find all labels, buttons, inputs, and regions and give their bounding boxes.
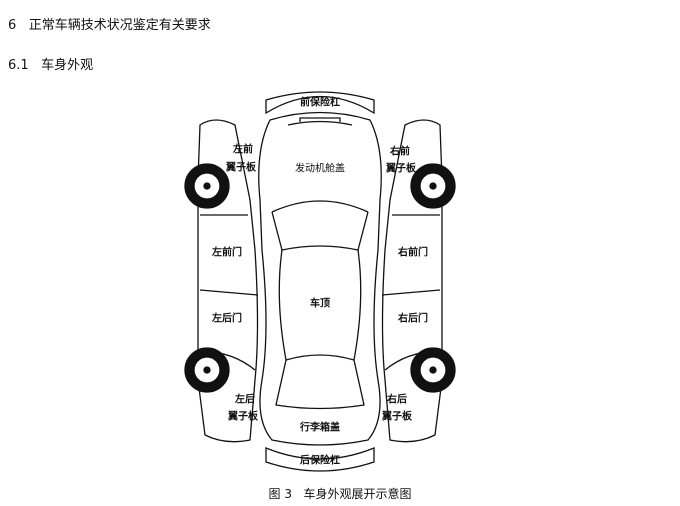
car-body-outline xyxy=(258,111,382,446)
label-left-front-fender-2: 翼子板 xyxy=(226,162,256,174)
windshield xyxy=(271,211,369,251)
section-number: 6 xyxy=(8,18,17,33)
label-right-front-fender: 右前 xyxy=(390,146,410,158)
rear-bumper-shape xyxy=(265,447,375,472)
wheel-icon xyxy=(410,163,456,209)
figure-number: 图 3 xyxy=(268,487,292,501)
wheel-icon xyxy=(184,163,230,209)
right-side-panel xyxy=(381,119,443,443)
roof-outline xyxy=(278,249,362,361)
hood-line xyxy=(271,200,369,213)
label-front-bumper: 前保险杠 xyxy=(300,97,340,109)
section-heading-6-1: 6.1 车身外观 xyxy=(8,54,93,73)
rear-window xyxy=(275,359,365,410)
label-left-rear-door: 左后门 xyxy=(212,313,242,325)
wheel-icon xyxy=(410,347,456,393)
figure-caption: 图 3 车身外观展开示意图 xyxy=(0,485,680,502)
label-trunk: 行李箱盖 xyxy=(300,422,340,434)
label-right-rear-door: 右后门 xyxy=(398,313,428,325)
label-left-rear-fender-2: 翼子板 xyxy=(228,411,258,423)
section-title: 车身外观 xyxy=(41,58,94,73)
left-side-panel xyxy=(197,119,259,443)
wheel-icon xyxy=(184,347,230,393)
section-heading-6: 6 正常车辆技术状况鉴定有关要求 xyxy=(8,14,211,33)
label-roof: 车顶 xyxy=(310,298,330,310)
label-left-front-door: 左前门 xyxy=(212,247,242,259)
front-bumper-shape xyxy=(265,91,375,115)
label-right-rear-fender: 右后 xyxy=(387,394,407,406)
figure-title: 车身外观展开示意图 xyxy=(303,487,412,501)
label-right-rear-fender-2: 翼子板 xyxy=(382,411,412,423)
label-rear-bumper: 后保险杠 xyxy=(300,455,340,467)
label-right-front-fender-2: 翼子板 xyxy=(386,163,416,175)
section-number: 6.1 xyxy=(8,58,29,73)
section-title: 正常车辆技术状况鉴定有关要求 xyxy=(28,18,211,33)
label-left-front-fender: 左前 xyxy=(233,144,253,156)
label-right-front-door: 右前门 xyxy=(398,247,428,259)
label-hood: 发动机舱盖 xyxy=(295,163,345,175)
label-left-rear-fender: 左后 xyxy=(235,394,255,406)
